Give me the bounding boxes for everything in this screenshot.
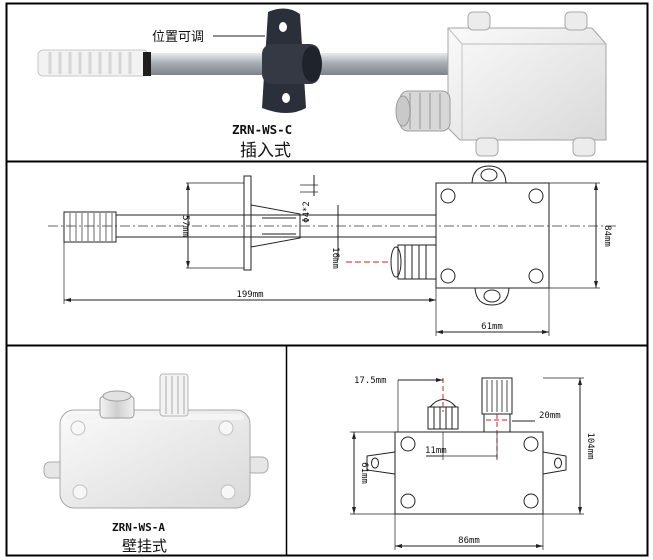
dim-57mm: 57mm [180,215,190,237]
duct-type-photo: 位置可调 ZRN-WS-C 插入式 [37,8,607,161]
enclosure-box [447,27,607,141]
duct-dimension-labels: 57mm Φ4*2 16mm 84mm 199mm 61mm [180,201,612,332]
wall-dimension-labels: 17.5mm 20mm 11mm 104mm 61mm 86mm [354,376,595,546]
duct-type-name: 插入式 [240,141,291,161]
dim-11mm: 11mm [425,446,447,456]
wall-type-photo: ZRN-WS-A 壁挂式 [43,373,269,555]
wall-enclosure [59,409,251,509]
dim-16mm: 16mm [330,247,340,269]
dim-20mm: 20mm [539,411,561,421]
duct-dimension-drawing [48,165,618,336]
duct-model-label: ZRN-WS-C [232,122,292,137]
humidity-sensor-photo [159,373,189,417]
flange-outline [243,175,252,271]
dim-199mm: 199mm [236,290,263,300]
dim-61mm-wall: 61mm [359,462,369,484]
dim-17-5mm: 17.5mm [354,376,387,386]
wall-model-label: ZRN-WS-A [112,521,165,534]
dim-84mm: 84mm [602,225,612,247]
outer-frame [5,2,649,557]
duct-flange-icon [262,8,322,114]
dim-flange-d: Φ4*2 [302,201,312,223]
position-adjustable-label: 位置可调 [152,30,204,45]
dim-61mm: 61mm [481,322,503,332]
cable-gland-icon [395,90,451,132]
wall-enclosure-outline [394,431,544,515]
dim-104mm: 104mm [585,432,595,459]
sensor-head-outline [63,211,117,243]
gland-outline [390,244,437,280]
wall-dimension-drawing [350,377,584,550]
enclosure-outline [435,182,550,289]
wall-type-name: 壁挂式 [122,537,167,555]
dim-86mm: 86mm [458,536,480,546]
